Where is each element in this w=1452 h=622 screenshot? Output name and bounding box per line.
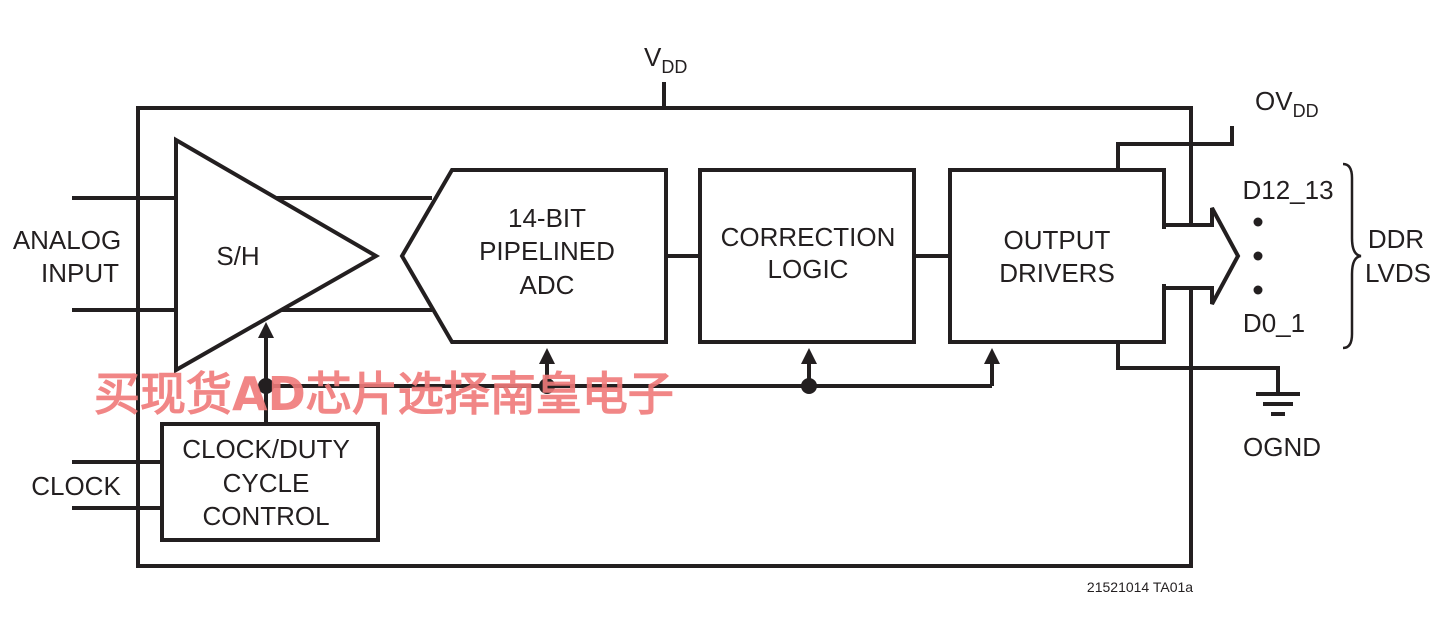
output-bus-mask: [1152, 229, 1172, 284]
brace-icon: [1342, 162, 1362, 350]
sh-label: S/H: [216, 241, 259, 271]
analog-input-label-line1: ANALOG: [13, 225, 121, 255]
output-label-line2: DRIVERS: [999, 258, 1115, 288]
watermark-text: 买现货AD芯片选择南皇电子: [94, 367, 674, 421]
correction-label-line2: LOGIC: [768, 254, 849, 284]
ddr-label-line1: DDR: [1368, 224, 1424, 254]
ddr-label-line2: LVDS: [1365, 258, 1431, 288]
data-bottom-label: D0_1: [1243, 308, 1305, 338]
ellipsis-dot-icon: [1253, 251, 1263, 261]
adc-label-line3: ADC: [520, 270, 575, 300]
correction-label-line1: CORRECTION: [721, 222, 896, 252]
arrow-up-icon: [801, 348, 817, 364]
sample-hold-amplifier: [174, 136, 381, 374]
arrow-up-icon: [258, 322, 274, 338]
adc-label-line2: PIPELINED: [479, 236, 615, 266]
adc-label-line1: 14-BIT: [508, 203, 586, 233]
ellipsis-dot-icon: [1253, 285, 1263, 295]
output-label-line1: OUTPUT: [1004, 225, 1111, 255]
vdd-label: VDD: [644, 42, 687, 77]
ovdd-label: OVDD: [1255, 86, 1319, 121]
figure-id: 21521014 TA01a: [1087, 579, 1193, 595]
clock-label: CLOCK: [31, 471, 121, 501]
ognd-wire: [1116, 342, 1280, 392]
junction-dot-icon: [801, 378, 817, 394]
ognd-label: OGND: [1243, 432, 1321, 462]
arrow-up-icon: [984, 348, 1000, 364]
arrow-up-icon: [539, 348, 555, 364]
ovdd-wire: [1116, 126, 1234, 170]
output-bus-arrow-icon: [1162, 207, 1241, 305]
clock-ctrl-label-line2: CYCLE: [223, 468, 310, 498]
junction-dot-icon: [258, 378, 274, 394]
output-drivers-block: [948, 168, 1166, 344]
analog-input-label-line2: INPUT: [41, 258, 119, 288]
junction-dot-icon: [539, 378, 555, 394]
clock-duty-cycle-block: [160, 422, 380, 542]
ellipsis-dot-icon: [1253, 217, 1263, 227]
adc-block: [399, 168, 668, 344]
data-top-label: D12_13: [1242, 175, 1333, 205]
clock-ctrl-label-line3: CONTROL: [202, 501, 329, 531]
clock-ctrl-label-line1: CLOCK/DUTY: [182, 434, 350, 464]
ground-symbol-icon: [1256, 392, 1300, 416]
